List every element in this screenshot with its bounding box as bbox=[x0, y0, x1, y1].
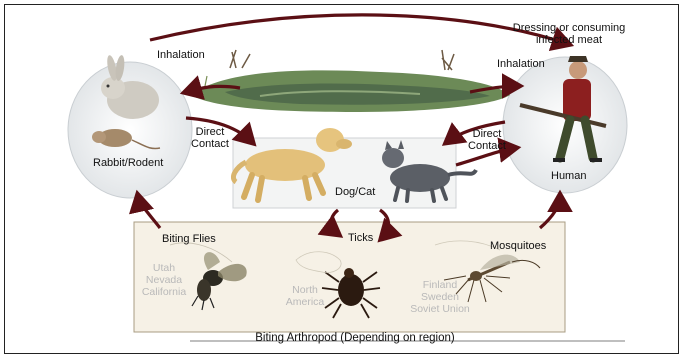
ticks-region-america: America bbox=[280, 296, 330, 308]
mosquito-region-finland: Finland bbox=[410, 279, 470, 291]
rabbit-rodent-label: Rabbit/Rodent bbox=[93, 157, 163, 169]
mosquito-region-soviet-union: Soviet Union bbox=[404, 303, 476, 315]
arrow-rabbit-to-human-meat bbox=[150, 15, 568, 44]
direct-contact-right-line2: Contact bbox=[464, 140, 510, 152]
flies-region-nevada: Nevada bbox=[137, 274, 191, 286]
bottom-caption: Biting Arthropod (Depending on region) bbox=[190, 332, 520, 344]
mosquito-region-sweden: Sweden bbox=[410, 291, 470, 303]
inhalation-right-label: Inhalation bbox=[497, 58, 545, 70]
dressing-label-line1: Dressing or consuming bbox=[508, 22, 630, 34]
dog-cat-label: Dog/Cat bbox=[335, 186, 375, 198]
mosquitoes-label: Mosquitoes bbox=[490, 240, 546, 252]
ticks-region-north: North bbox=[280, 284, 330, 296]
flies-region-utah: Utah bbox=[137, 262, 191, 274]
inhalation-left-label: Inhalation bbox=[157, 49, 205, 61]
flies-region-california: California bbox=[137, 286, 191, 298]
direct-contact-left-line1: Direct bbox=[187, 126, 233, 138]
human-label: Human bbox=[551, 170, 586, 182]
ticks-label: Ticks bbox=[348, 232, 373, 244]
dressing-label-line2: infected meat bbox=[508, 34, 630, 46]
direct-contact-right-line1: Direct bbox=[464, 128, 510, 140]
direct-contact-left-line2: Contact bbox=[187, 138, 233, 150]
pond-icon bbox=[190, 50, 510, 112]
biting-flies-label: Biting Flies bbox=[162, 233, 216, 245]
